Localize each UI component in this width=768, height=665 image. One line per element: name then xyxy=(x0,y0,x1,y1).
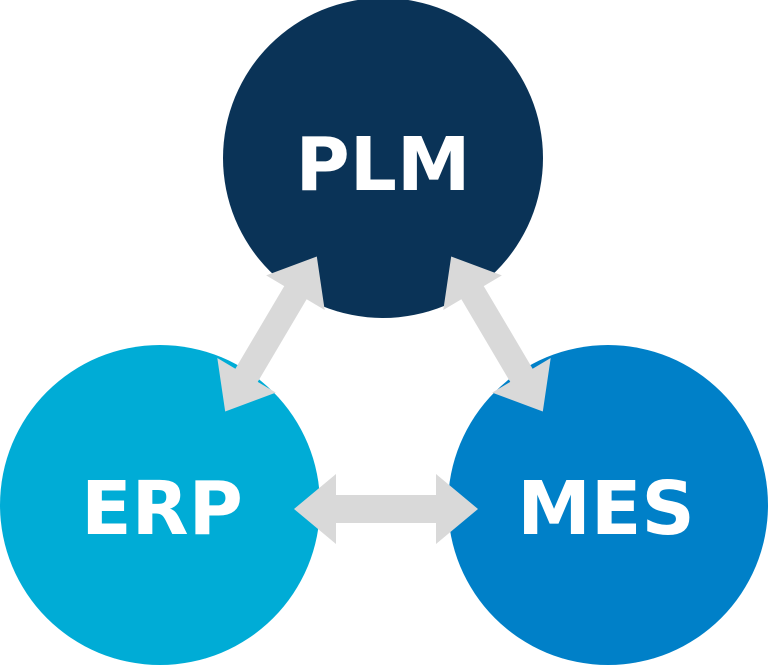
mes-label: MES xyxy=(517,466,694,552)
plm-erp-arrow-shape xyxy=(217,256,325,412)
plm-erp-arrow xyxy=(217,256,325,412)
erp-node xyxy=(0,345,320,665)
plm-mes-arrow-shape xyxy=(443,256,551,412)
plm-node xyxy=(223,0,543,318)
erp-mes-arrow-shape xyxy=(294,474,478,544)
mes-node xyxy=(448,345,768,665)
erp-label: ERP xyxy=(81,466,243,552)
erp-mes-arrow xyxy=(294,474,478,544)
plm-label: PLM xyxy=(295,122,470,208)
plm-mes-arrow xyxy=(443,256,551,412)
